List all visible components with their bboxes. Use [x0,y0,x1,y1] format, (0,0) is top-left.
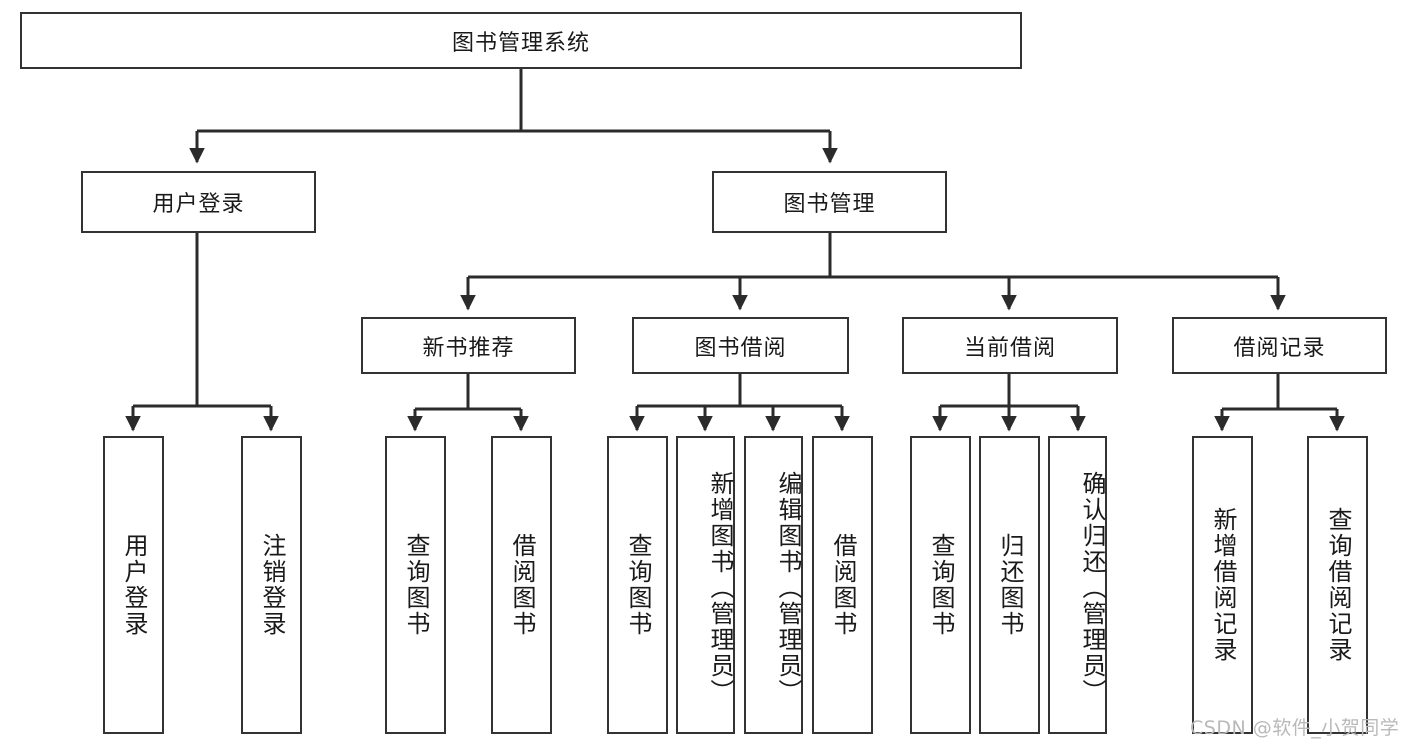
leaf-current-borrow-query-book[interactable]: 查询图书 [910,436,971,734]
leaf-book-borrow-add-book-admin[interactable]: 新增图书（管理员） [676,436,735,734]
node-label: 借阅记录 [1233,335,1326,361]
node-label: 归还图书 [995,533,1024,637]
csdn-watermark: CSDN @软件_小贺同学 [1190,713,1399,740]
node-label: 新书推荐 [422,335,515,361]
node-label: 查询图书 [926,533,955,637]
leaf-borrow-record-add-record[interactable]: 新增借阅记录 [1192,436,1253,734]
leaf-book-borrow-borrow-book[interactable]: 借阅图书 [812,436,873,734]
node-book-management[interactable]: 图书管理 [712,171,947,233]
node-label: 注销登录 [257,533,286,637]
node-label: 图书管理系统 [451,30,590,56]
node-label: 编辑图书（管理员） [774,471,802,705]
leaf-user-login-login[interactable]: 用户登录 [103,436,164,734]
leaf-user-login-logout[interactable]: 注销登录 [241,436,302,734]
node-book-borrow[interactable]: 图书借阅 [632,317,849,374]
node-label: 确认归还（管理员） [1078,471,1106,705]
node-label: 新增图书（管理员） [706,471,734,705]
leaf-new-book-query-book[interactable]: 查询图书 [385,436,446,734]
node-new-book-recommend[interactable]: 新书推荐 [361,317,576,374]
node-label: 新增借阅记录 [1208,507,1237,663]
node-current-borrow[interactable]: 当前借阅 [902,317,1118,374]
node-label: 用户登录 [119,533,148,637]
node-label: 图书管理 [783,192,876,217]
node-user-login[interactable]: 用户登录 [81,171,316,233]
node-label: 用户登录 [152,192,245,217]
node-label: 借阅图书 [828,533,857,637]
node-label: 借阅图书 [507,533,536,637]
leaf-book-borrow-query-book[interactable]: 查询图书 [607,436,668,734]
node-label: 查询图书 [623,533,652,637]
watermark-text: CSDN @软件_小贺同学 [1190,717,1400,739]
leaf-current-borrow-confirm-return-admin[interactable]: 确认归还（管理员） [1048,436,1107,734]
node-label: 图书借阅 [694,335,787,361]
node-label: 查询图书 [401,533,430,637]
node-borrow-record[interactable]: 借阅记录 [1172,317,1387,374]
node-label: 当前借阅 [963,335,1056,361]
leaf-new-book-borrow-book[interactable]: 借阅图书 [491,436,552,734]
leaf-book-borrow-edit-book-admin[interactable]: 编辑图书（管理员） [744,436,803,734]
node-root-book-management-system[interactable]: 图书管理系统 [20,12,1022,69]
leaf-current-borrow-return-book[interactable]: 归还图书 [979,436,1040,734]
leaf-borrow-record-query-record[interactable]: 查询借阅记录 [1307,436,1368,734]
node-label: 查询借阅记录 [1323,507,1352,663]
